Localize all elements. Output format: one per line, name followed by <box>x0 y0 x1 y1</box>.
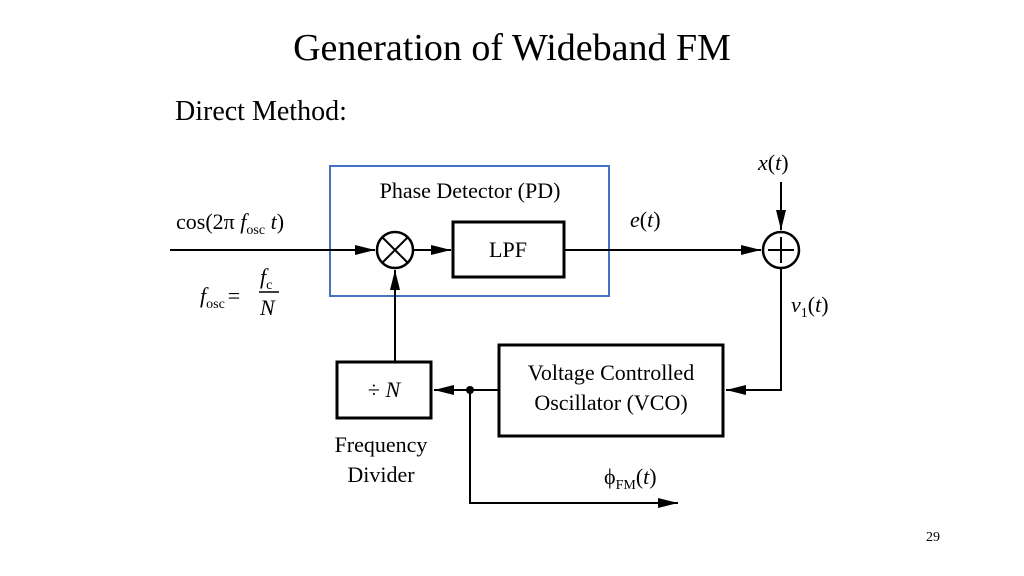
input-signal-label: cos(2π fosc t) <box>176 209 284 238</box>
lpf-block <box>451 220 566 279</box>
summer <box>761 230 801 270</box>
divider-caption-line2: Divider <box>347 462 415 487</box>
lpf-label: LPF <box>489 237 527 262</box>
message-signal-label: x(t) <box>757 150 789 175</box>
divider-caption-line1: Frequency <box>335 432 428 457</box>
vco-label-line1: Voltage Controlled <box>528 360 694 385</box>
output-signal-label: ϕFM(t) <box>604 464 657 493</box>
divider-block <box>335 360 433 420</box>
vco-input-signal-label: v1(t) <box>791 292 829 321</box>
output-line <box>469 390 678 508</box>
fosc-numerator: fc <box>260 264 272 293</box>
subtitle: Direct Method: <box>175 96 347 127</box>
multiplier <box>375 230 415 270</box>
phase-detector-label: Phase Detector (PD) <box>380 178 561 203</box>
phase-detector-box <box>329 165 610 297</box>
fosc-denominator: N <box>259 295 276 320</box>
divider-label: ÷ N <box>368 377 402 402</box>
error-signal-label: e(t) <box>630 207 661 232</box>
vco-input-line <box>726 268 782 395</box>
slide-title: Generation of Wideband FM <box>293 27 731 69</box>
fosc-equation-lhs: fosc= <box>200 283 240 312</box>
vco-label-line2: Oscillator (VCO) <box>534 390 687 415</box>
page-number: 29 <box>926 530 940 545</box>
